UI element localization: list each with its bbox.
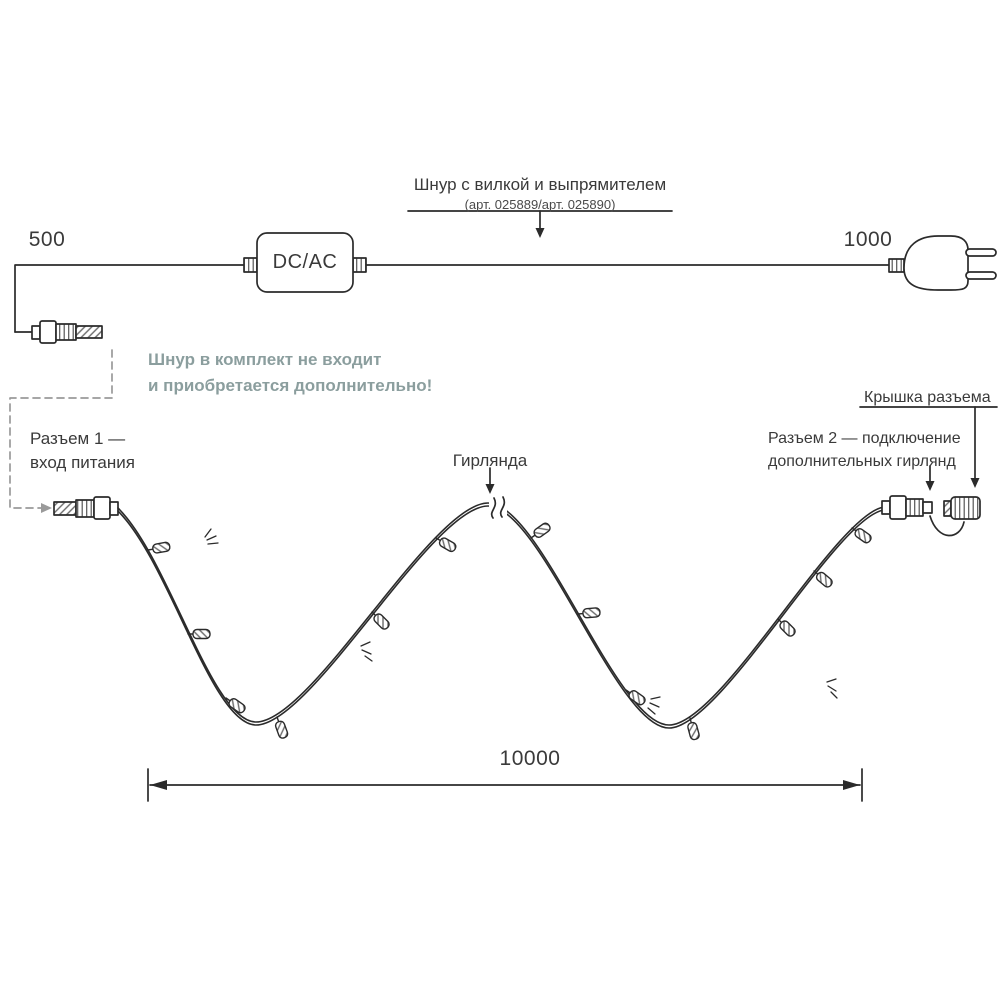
bulb-icon (577, 607, 601, 619)
note-line1: Шнур в комплект не входит (148, 350, 382, 369)
sparkle-icon (204, 528, 219, 545)
cap-label-pointer (859, 406, 998, 488)
cord-left-length-label: 500 (28, 228, 66, 251)
sparkle-icon (647, 696, 661, 715)
bulb-icon (371, 611, 390, 630)
bulb-icon (530, 522, 551, 539)
dcac-converter-label: DC/AC (272, 251, 338, 273)
cap-label: Крышка разъема (864, 389, 991, 406)
cord-title-block: Шнур с вилкой и выпрямителем (арт. 02588… (340, 173, 740, 212)
cord-title: Шнур с вилкой и выпрямителем (413, 175, 667, 194)
bulb-icon (625, 689, 646, 706)
bulb-icon (274, 716, 289, 739)
garland-label: Гирлянда (452, 451, 528, 470)
bulb-icon (687, 717, 700, 741)
bulb-icon (187, 628, 211, 640)
cord-subtitle: (арт. 025889/арт. 025890) (464, 197, 616, 213)
connector2-icon (881, 495, 933, 520)
connector1-label-line2: вход питания (30, 453, 135, 473)
garland-wire (117, 502, 885, 729)
cord-connector-icon (14, 320, 103, 344)
dashed-route-line (9, 349, 113, 513)
power-plug-icon (888, 235, 997, 291)
bulb-icon (435, 537, 457, 553)
bulb-icon (777, 618, 796, 637)
break-mark-icon (489, 493, 507, 519)
bulb-icon (147, 541, 171, 554)
sparkle-icon (826, 678, 838, 699)
cord-label-pointer (407, 210, 673, 238)
garland-length-label: 10000 (499, 747, 561, 770)
cap-icon (929, 496, 981, 537)
note-line2: и приобретается дополнительно! (148, 375, 433, 395)
cord-right-length-label: 1000 (843, 228, 893, 251)
bulb-icon (813, 570, 833, 588)
dcac-converter-box (243, 232, 367, 293)
connector2-label-line2: дополнительных гирлянд (768, 453, 956, 471)
dimension-line (147, 768, 863, 802)
bulb-icon (225, 697, 246, 714)
connector2-label-arrow (925, 465, 935, 491)
bulb-icon (851, 527, 872, 544)
connector1-label-line1: Разъем 1 — (30, 429, 126, 448)
connector2-label: Разъем 2 — подключение дополнительных ги… (768, 427, 961, 473)
note-block: Шнур в комплект не входит и приобретаетс… (148, 347, 432, 398)
connector1-label: Разъем 1 — вход питания (30, 427, 135, 475)
sparkle-icon (360, 641, 373, 662)
connector2-label-line1: Разъем 2 — подключение (768, 430, 961, 447)
power-cord-wire (14, 264, 892, 333)
garland-label-arrow (485, 467, 495, 494)
connector1-icon (53, 496, 119, 520)
